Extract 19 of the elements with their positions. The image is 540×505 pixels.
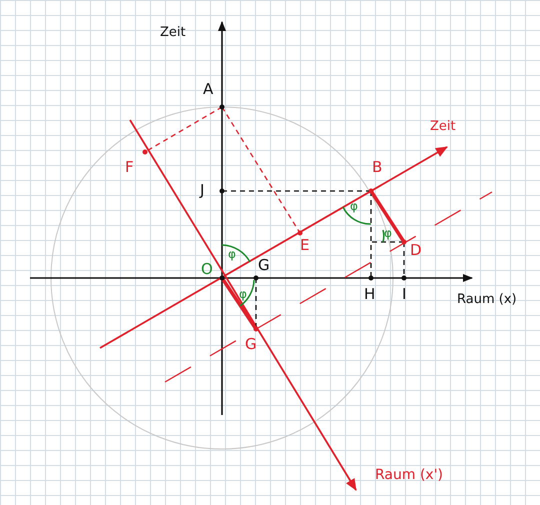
angle-label: φ: [384, 227, 392, 239]
point-label: E: [300, 238, 310, 253]
axis-label: Raum (x'): [375, 468, 444, 482]
point-label: F: [125, 160, 134, 175]
point-label: B: [372, 160, 382, 175]
point-label: D: [410, 243, 422, 258]
angle-label: φ: [228, 248, 236, 260]
angle-label: φ: [350, 200, 358, 212]
axis-label: Zeit: [160, 26, 186, 39]
angle-label: O: [201, 262, 213, 277]
axis-label: Zeit: [430, 120, 456, 133]
point-label: G: [245, 337, 257, 352]
angle-label: φ: [239, 288, 247, 300]
point-label: A: [203, 82, 214, 97]
point-label: G: [258, 258, 270, 273]
point-label: J: [200, 183, 204, 198]
axis-label: Raum (x): [457, 293, 517, 306]
point-label: I: [402, 287, 406, 302]
point-label: H: [364, 287, 376, 302]
